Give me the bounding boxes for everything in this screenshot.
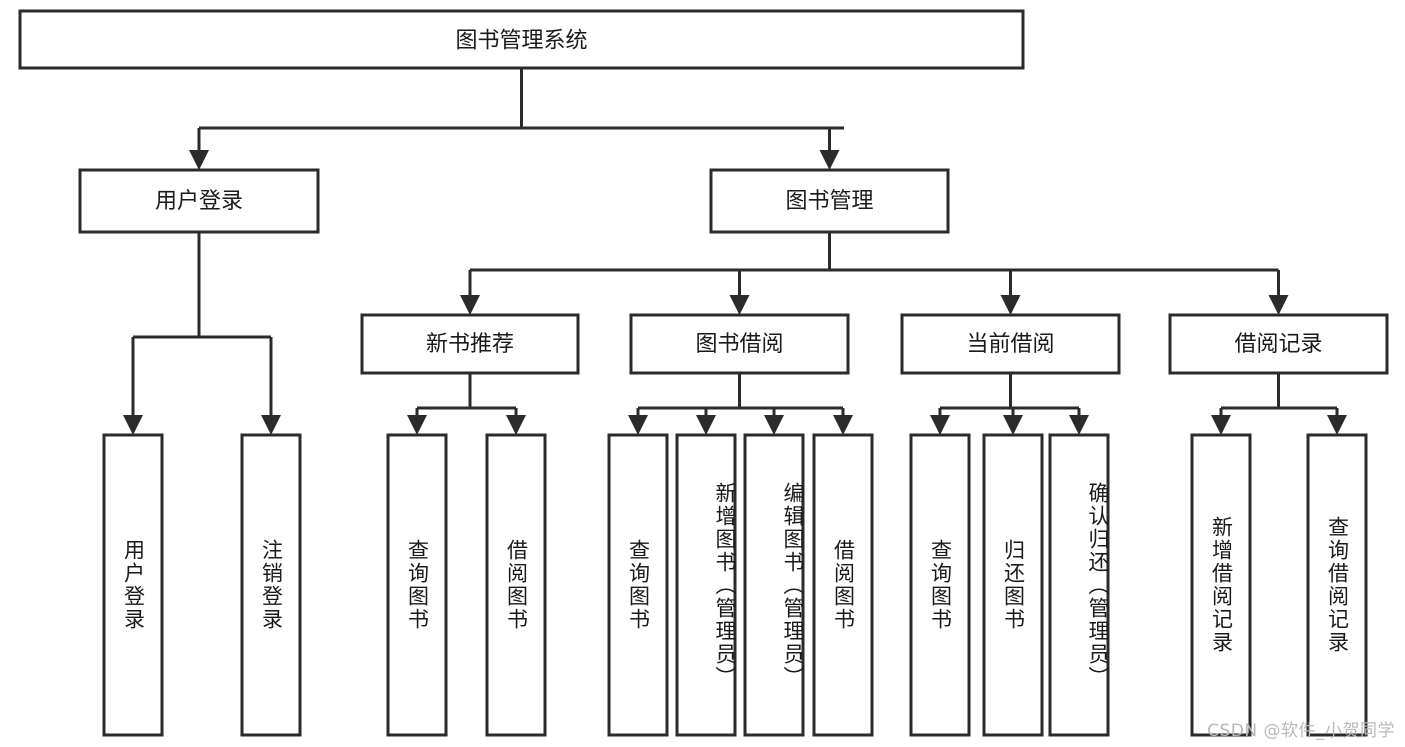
node-user-login-box[interactable] <box>78 168 320 234</box>
node-book-borrow-box[interactable] <box>629 313 850 375</box>
leaf-box-add-record[interactable] <box>1190 433 1252 737</box>
connector-group-book-manage <box>460 232 1289 315</box>
node-root-box[interactable] <box>18 9 1025 70</box>
arrow-head-leaf-query-book-rec <box>407 415 427 435</box>
node-borrow-record-label: 借阅记录 <box>1234 332 1322 357</box>
node-book-borrow[interactable]: 图书借阅 <box>629 313 850 375</box>
node-root-label: 图书管理系统 <box>455 29 587 54</box>
arrow-head-leaf-add-book <box>696 415 716 435</box>
leaf-box-confirm-return[interactable] <box>1048 433 1110 737</box>
node-user-login[interactable]: 用户登录 <box>78 168 320 234</box>
node-user-login-label: 用户登录 <box>155 189 243 214</box>
leaf-box-user-login[interactable] <box>102 433 164 737</box>
arrow-head-current-borrow <box>1000 295 1021 315</box>
node-book-manage-box[interactable] <box>709 168 950 234</box>
node-root[interactable]: 图书管理系统 <box>18 9 1025 70</box>
arrow-head-leaf-user-logout <box>261 415 281 435</box>
connector-group-borrow-record <box>1211 373 1347 435</box>
node-new-book-rec[interactable]: 新书推荐 <box>360 313 580 375</box>
node-new-book-rec-box[interactable] <box>360 313 580 375</box>
leaf-box-borrow-book[interactable] <box>812 433 874 737</box>
arrow-head-leaf-add-record <box>1211 415 1231 435</box>
leaf-box-query-record[interactable] <box>1306 433 1368 737</box>
node-current-borrow-box[interactable] <box>900 313 1121 375</box>
node-borrow-record[interactable]: 借阅记录 <box>1168 313 1389 375</box>
node-book-borrow-label: 图书借阅 <box>695 332 783 357</box>
arrow-head-leaf-confirm-return <box>1069 415 1089 435</box>
arrow-head-leaf-borrow-book <box>833 415 853 435</box>
leaf-box-add-book[interactable] <box>675 433 737 737</box>
arrow-head-borrow-record <box>1268 295 1289 315</box>
leaf-box-return-book[interactable] <box>982 433 1044 737</box>
csdn-watermark: CSDN @软件_小贺同学 <box>1207 721 1395 741</box>
node-borrow-record-box[interactable] <box>1168 313 1389 375</box>
arrow-head-user-login <box>189 150 209 170</box>
leaf-boxes <box>102 433 1368 737</box>
connector-group-current-borrow <box>930 373 1089 435</box>
arrow-head-leaf-query-book-borrow <box>628 415 648 435</box>
arrow-head-leaf-edit-book <box>764 415 784 435</box>
arrow-head-leaf-query-record <box>1327 415 1347 435</box>
node-current-borrow-label: 当前借阅 <box>966 332 1054 357</box>
connector-group-new-book-rec <box>407 373 526 435</box>
arrow-head-leaf-borrow-book-rec <box>506 415 526 435</box>
leaf-box-query-book-cur[interactable] <box>909 433 971 737</box>
node-book-manage[interactable]: 图书管理 <box>709 168 950 234</box>
leaf-box-query-book-borrow[interactable] <box>607 433 669 737</box>
arrow-head-leaf-return-book <box>1003 415 1023 435</box>
leaf-box-edit-book[interactable] <box>743 433 805 737</box>
leaf-box-query-book-rec[interactable] <box>386 433 448 737</box>
arrow-head-new-book-rec <box>460 295 480 315</box>
node-current-borrow[interactable]: 当前借阅 <box>900 313 1121 375</box>
leaf-box-user-logout[interactable] <box>240 433 302 737</box>
arrow-head-leaf-user-login <box>123 415 143 435</box>
connector-group-user-login <box>123 232 281 435</box>
connector-group-root <box>189 68 844 170</box>
connector-group-book-borrow <box>628 373 853 435</box>
node-book-manage-label: 图书管理 <box>785 189 873 214</box>
arrow-head-book-borrow <box>729 295 750 315</box>
arrow-head-leaf-query-book-cur <box>930 415 950 435</box>
node-new-book-rec-label: 新书推荐 <box>426 332 514 357</box>
arrow-head-book-manage <box>819 150 840 170</box>
leaf-box-borrow-book-rec[interactable] <box>485 433 547 737</box>
